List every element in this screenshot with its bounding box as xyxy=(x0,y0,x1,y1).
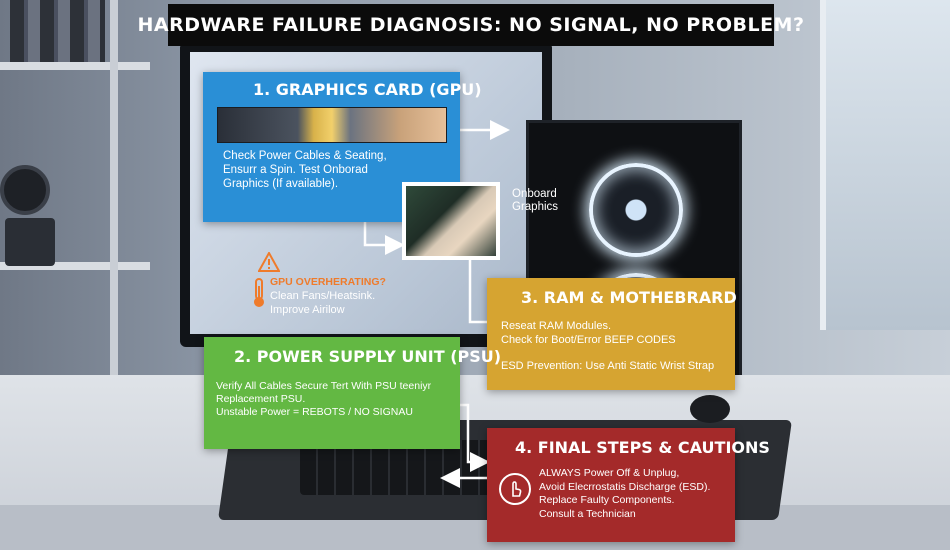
onboard-label-line: Graphics xyxy=(512,201,559,213)
warning-line: Clean Fans/Heatsink. xyxy=(270,290,376,302)
step-heading: 2. POWER SUPPLY UNIT (PSU) xyxy=(234,347,502,366)
step-line: Consult a Technician xyxy=(539,507,636,520)
ram-install-photo xyxy=(402,182,500,260)
onboard-graphics-label: Onboard Graphics xyxy=(512,188,558,214)
shelf xyxy=(0,262,150,270)
step-card-ram: 3. RAM & MOTHEBRARD Reseat RAM Modules. … xyxy=(487,278,737,390)
photo-image xyxy=(406,186,496,256)
step-line: Replacement PSU. xyxy=(216,393,306,405)
step-line: Graphics (If available). xyxy=(223,178,339,190)
step-line: Check Power Cables & Seating, xyxy=(223,150,387,162)
step-line: Check for Boot/Error BEEP CODES xyxy=(501,334,676,346)
step-line: ALWAYS Power Off & Unplug, xyxy=(539,467,680,479)
step-heading: 4. FINAL STEPS & CAUTIONS xyxy=(515,438,770,457)
shelf xyxy=(0,62,150,70)
shelf-side xyxy=(110,0,118,430)
warning-triangle-icon xyxy=(258,252,280,272)
window xyxy=(820,0,950,330)
mouse xyxy=(690,395,730,423)
final-lines: ALWAYS Power Off & Unplug, Avoid Elecrro… xyxy=(539,467,710,521)
page-title: HARDWARE FAILURE DIAGNOSIS: NO SIGNAL, N… xyxy=(137,14,805,36)
step-line: Reseat RAM Modules. xyxy=(501,320,612,332)
gpu-cable-photo xyxy=(217,107,447,143)
bookshelf-books xyxy=(10,0,105,62)
step-line: Ensurr a Spin. Test Onborad xyxy=(223,164,368,176)
title-bar: HARDWARE FAILURE DIAGNOSIS: NO SIGNAL, N… xyxy=(138,4,804,46)
warning-label: GPU OVERHERATING? xyxy=(270,276,386,288)
final-body: ALWAYS Power Off & Unplug, Avoid Elecrro… xyxy=(499,467,723,521)
thermometer-icon xyxy=(254,278,264,307)
warning-line: Improve Airilow xyxy=(270,304,345,316)
hand-touch-icon xyxy=(499,473,531,505)
step-card-psu: 2. POWER SUPPLY UNIT (PSU) Verify All Ca… xyxy=(204,337,502,449)
shelf-vase xyxy=(5,218,55,266)
step-card-final: 4. FINAL STEPS & CAUTIONS ALWAYS Power O… xyxy=(487,428,770,542)
case-fan xyxy=(589,163,683,257)
desk-clock xyxy=(0,165,50,215)
onboard-label-line: Onboard xyxy=(512,188,557,200)
step-heading: 1. GRAPHICS CARD (GPU) xyxy=(253,80,482,99)
step-line: Verify All Cables Secure Tert With PSU t… xyxy=(216,380,432,392)
step-line: Replace Faulty Components. xyxy=(539,494,675,506)
step-line: Avoid Elecrrostatis Discharge (ESD). xyxy=(539,480,711,493)
step-heading: 3. RAM & MOTHEBRARD xyxy=(521,288,737,307)
step-line: ESD Prevention: Use Anti Static Wrist St… xyxy=(501,360,715,372)
step-line: Unstable Power = REBOTS / NO SIGNAU xyxy=(216,406,413,418)
